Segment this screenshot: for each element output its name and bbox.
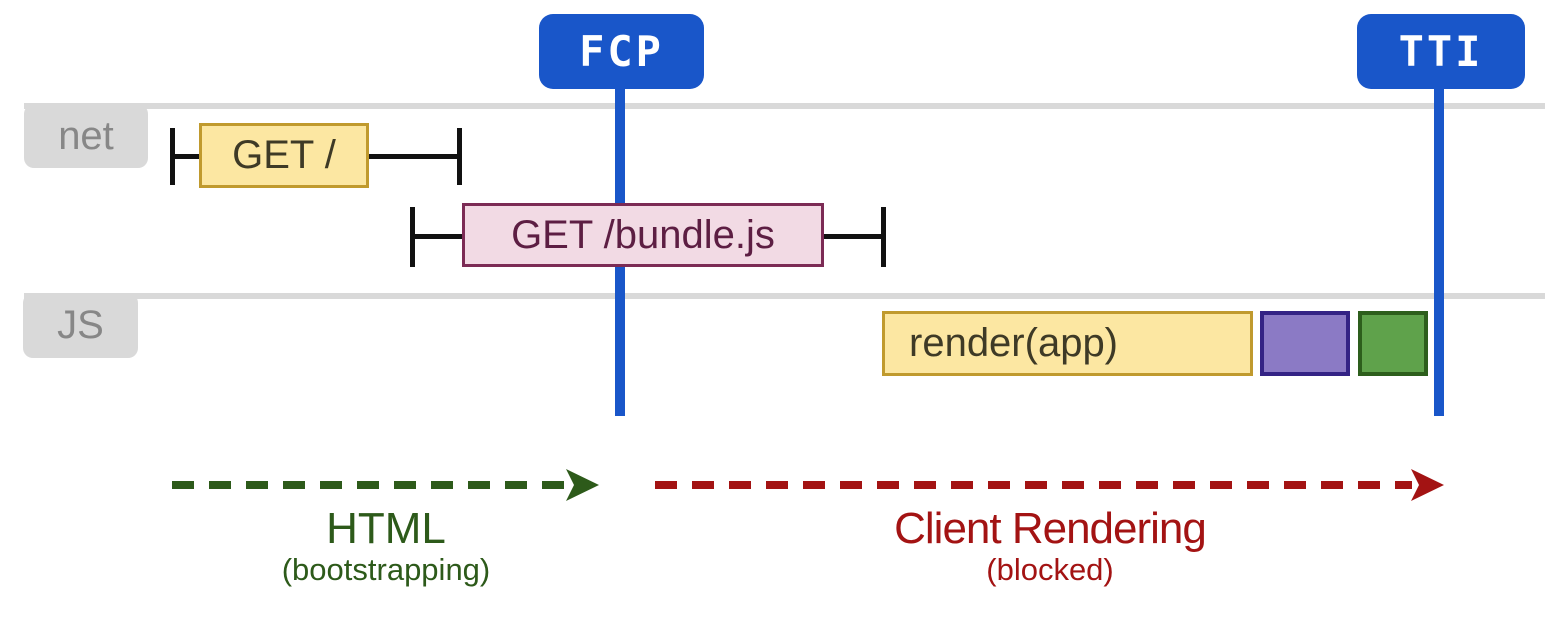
html-phase-label-block: HTML (bootstrapping) [172,504,600,588]
client-rendering-phase-label-block: Client Rendering (blocked) [655,504,1445,588]
get-bundle-start-whisker [410,207,415,267]
js-lane-line [24,293,1545,299]
js-lane-label-text: JS [57,303,104,347]
tti-marker-line [1434,80,1444,416]
render-app-bar: render(app) [882,311,1253,376]
get-root-end-whisker [457,128,462,185]
net-lane-label-text: net [58,113,114,158]
get-root-start-connector [175,154,201,159]
get-root-start-whisker [170,128,175,185]
get-root-label: GET / [232,133,336,177]
net-lane-line [24,103,1545,109]
get-bundle-end-connector [824,234,884,239]
blocked-sublabel: (blocked) [986,552,1114,588]
get-bundle-end-whisker [881,207,886,267]
net-lane-label: net [24,104,148,168]
get-root-bar: GET / [199,123,369,188]
client-rendering-phase-arrow [655,469,1444,501]
client-rendering-phase-label: Client Rendering [894,504,1207,553]
html-phase-label: HTML [326,504,446,553]
tti-badge: TTI [1357,14,1525,89]
bootstrapping-sublabel: (bootstrapping) [281,552,491,588]
render-app-label: render(app) [909,321,1119,365]
html-phase-arrow [172,469,599,501]
purple-task-bar [1260,311,1350,376]
fcp-badge: FCP [539,14,704,89]
get-bundle-label: GET /bundle.js [511,212,775,257]
green-task-bar [1358,311,1428,376]
fcp-badge-label: FCP [579,27,664,76]
get-bundle-start-connector [415,234,462,239]
js-lane-label: JS [23,293,138,358]
get-bundle-bar: GET /bundle.js [462,203,824,267]
tti-badge-label: TTI [1398,27,1484,76]
get-root-end-connector [369,154,460,159]
